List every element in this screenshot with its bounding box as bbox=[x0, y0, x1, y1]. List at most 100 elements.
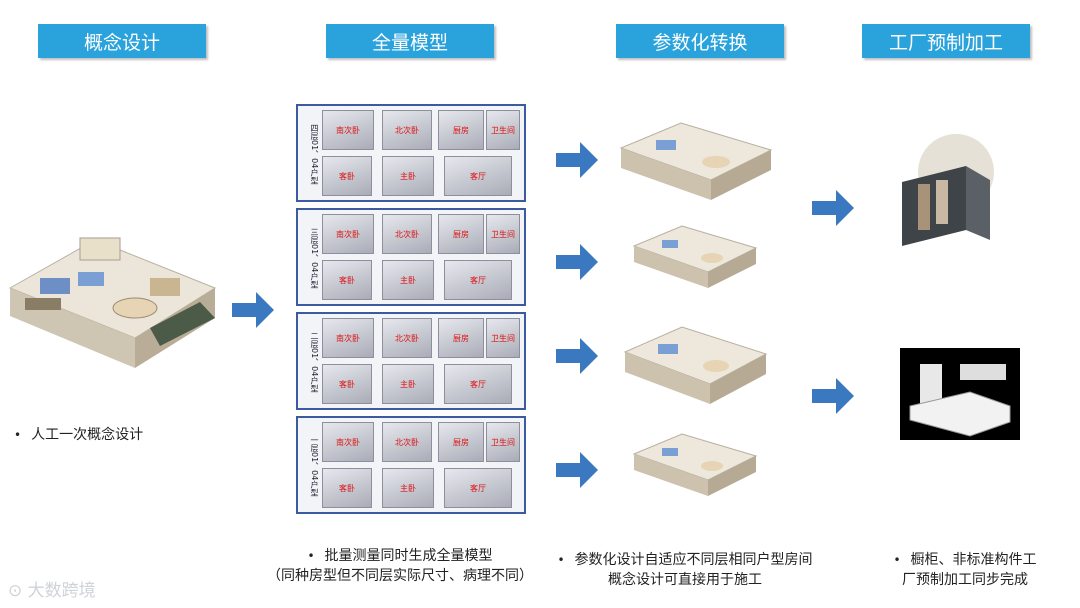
room-model: 北次卧 bbox=[382, 110, 432, 150]
arrow-icon bbox=[556, 452, 598, 488]
floor-model-box: 四层01、04户型 南次卧 北次卧 厨房 卫生间客卧 主卧 客厅 bbox=[296, 104, 526, 202]
room-label: 北次卧 bbox=[395, 126, 419, 135]
room-label: 客厅 bbox=[470, 172, 486, 181]
room-label: 主卧 bbox=[400, 484, 416, 493]
parametric-render-floor-4 bbox=[619, 122, 773, 200]
caption-param-line2: 概念设计可直接用于施工 bbox=[608, 572, 762, 588]
floor-model-box: 一层01、04户型 南次卧 北次卧 厨房 卫生间客卧 主卧 客厅 bbox=[296, 416, 526, 514]
header-full-model: 全量模型 bbox=[326, 24, 494, 58]
caption-factory-line1: 橱柜、非标准构件工 bbox=[910, 552, 1037, 568]
caption-param-line1: 参数化设计自适应不同层相同户型房间 bbox=[574, 552, 813, 568]
room-label: 客卧 bbox=[339, 484, 355, 493]
room-model: 卫生间 bbox=[486, 422, 520, 462]
parametric-render-floor-3 bbox=[632, 225, 758, 288]
floor-label: 一层01、04户型 bbox=[310, 435, 319, 497]
room-label: 主卧 bbox=[400, 276, 416, 285]
floor-label: 三层01、04户型 bbox=[310, 227, 319, 289]
caption-full-model-line2: （同种房型但不同层实际尺寸、病理不同） bbox=[267, 568, 533, 584]
room-model: 主卧 bbox=[382, 364, 434, 404]
caption-parametric: • 参数化设计自适应不同层相同户型房间 概念设计可直接用于施工 bbox=[530, 550, 840, 590]
arrow-icon bbox=[812, 190, 854, 226]
bullet: • bbox=[557, 553, 565, 567]
room-model: 南次卧 bbox=[322, 422, 374, 462]
room-model: 厨房 bbox=[438, 422, 484, 462]
room-model: 客厅 bbox=[444, 260, 512, 300]
header-parametric-conversion: 参数化转换 bbox=[616, 24, 784, 58]
watermark-text: 大数跨境 bbox=[27, 581, 96, 601]
room-label: 厨房 bbox=[453, 438, 469, 447]
room-label: 厨房 bbox=[453, 230, 469, 239]
arrow-icon bbox=[556, 142, 598, 178]
room-label: 卫生间 bbox=[491, 230, 515, 239]
caption-concept: • 人工一次概念设计 bbox=[14, 425, 184, 445]
room-model: 主卧 bbox=[382, 156, 434, 196]
room-model: 客卧 bbox=[322, 156, 372, 196]
room-label: 卫生间 bbox=[491, 334, 515, 343]
room-model: 卫生间 bbox=[486, 214, 520, 254]
bullet: • bbox=[14, 428, 22, 442]
cabinet-render bbox=[900, 348, 1020, 440]
room-label: 卫生间 bbox=[491, 438, 515, 447]
header-concept-design: 概念设计 bbox=[38, 24, 206, 58]
room-label: 北次卧 bbox=[395, 438, 419, 447]
room-label: 客卧 bbox=[339, 276, 355, 285]
room-label: 卫生间 bbox=[491, 126, 515, 135]
room-model: 客卧 bbox=[322, 468, 372, 508]
room-model: 厨房 bbox=[438, 110, 484, 150]
wardrobe-render bbox=[902, 134, 994, 246]
parametric-render-floor-2 bbox=[623, 326, 768, 404]
room-model: 北次卧 bbox=[382, 422, 432, 462]
room-model: 卫生间 bbox=[486, 318, 520, 358]
concept-apartment-render bbox=[8, 237, 217, 368]
room-label: 南次卧 bbox=[336, 230, 360, 239]
header-factory-prefab: 工厂预制加工 bbox=[862, 24, 1030, 58]
floor-label: 四层01、04户型 bbox=[310, 123, 319, 185]
room-label: 客卧 bbox=[339, 172, 355, 181]
room-model: 客卧 bbox=[322, 260, 372, 300]
parametric-render-floor-1 bbox=[632, 433, 758, 496]
arrow-icon bbox=[556, 338, 598, 374]
room-model: 北次卧 bbox=[382, 214, 432, 254]
watermark: ⊙ 大数跨境 bbox=[8, 576, 96, 601]
room-label: 南次卧 bbox=[336, 126, 360, 135]
room-label: 南次卧 bbox=[336, 334, 360, 343]
arrow-icon bbox=[812, 378, 854, 414]
room-model: 主卧 bbox=[382, 260, 434, 300]
caption-concept-text: 人工一次概念设计 bbox=[31, 427, 144, 443]
room-model: 客卧 bbox=[322, 364, 372, 404]
room-model: 南次卧 bbox=[322, 110, 374, 150]
room-model: 厨房 bbox=[438, 318, 484, 358]
floor-model-box: 二层01、04户型 南次卧 北次卧 厨房 卫生间客卧 主卧 客厅 bbox=[296, 312, 526, 410]
room-label: 北次卧 bbox=[395, 230, 419, 239]
room-model: 南次卧 bbox=[322, 214, 374, 254]
room-label: 客厅 bbox=[470, 484, 486, 493]
floor-model-box: 三层01、04户型 南次卧 北次卧 厨房 卫生间客卧 主卧 客厅 bbox=[296, 208, 526, 306]
arrow-icon bbox=[556, 244, 598, 280]
room-model: 客厅 bbox=[444, 156, 512, 196]
caption-factory: • 橱柜、非标准构件工 厂预制加工同步完成 bbox=[870, 550, 1060, 590]
room-model: 客厅 bbox=[444, 468, 512, 508]
room-model: 卫生间 bbox=[486, 110, 520, 150]
room-label: 主卧 bbox=[400, 172, 416, 181]
floor-label: 二层01、04户型 bbox=[310, 331, 319, 393]
room-label: 主卧 bbox=[400, 380, 416, 389]
caption-full-model: • 批量测量同时生成全量模型 （同种房型但不同层实际尺寸、病理不同） bbox=[250, 546, 550, 586]
room-label: 客卧 bbox=[339, 380, 355, 389]
watermark-logo-icon: ⊙ bbox=[8, 581, 23, 601]
room-model: 厨房 bbox=[438, 214, 484, 254]
room-label: 厨房 bbox=[453, 126, 469, 135]
room-label: 南次卧 bbox=[336, 438, 360, 447]
room-model: 南次卧 bbox=[322, 318, 374, 358]
room-model: 北次卧 bbox=[382, 318, 432, 358]
room-label: 厨房 bbox=[453, 334, 469, 343]
caption-factory-line2: 厂预制加工同步完成 bbox=[902, 572, 1028, 588]
room-model: 客厅 bbox=[444, 364, 512, 404]
room-label: 北次卧 bbox=[395, 334, 419, 343]
room-label: 客厅 bbox=[470, 380, 486, 389]
bullet: • bbox=[893, 553, 901, 567]
caption-full-model-line1: 批量测量同时生成全量模型 bbox=[324, 548, 493, 564]
room-label: 客厅 bbox=[470, 276, 486, 285]
room-model: 主卧 bbox=[382, 468, 434, 508]
arrow-icon bbox=[232, 292, 274, 328]
bullet: • bbox=[307, 549, 315, 563]
